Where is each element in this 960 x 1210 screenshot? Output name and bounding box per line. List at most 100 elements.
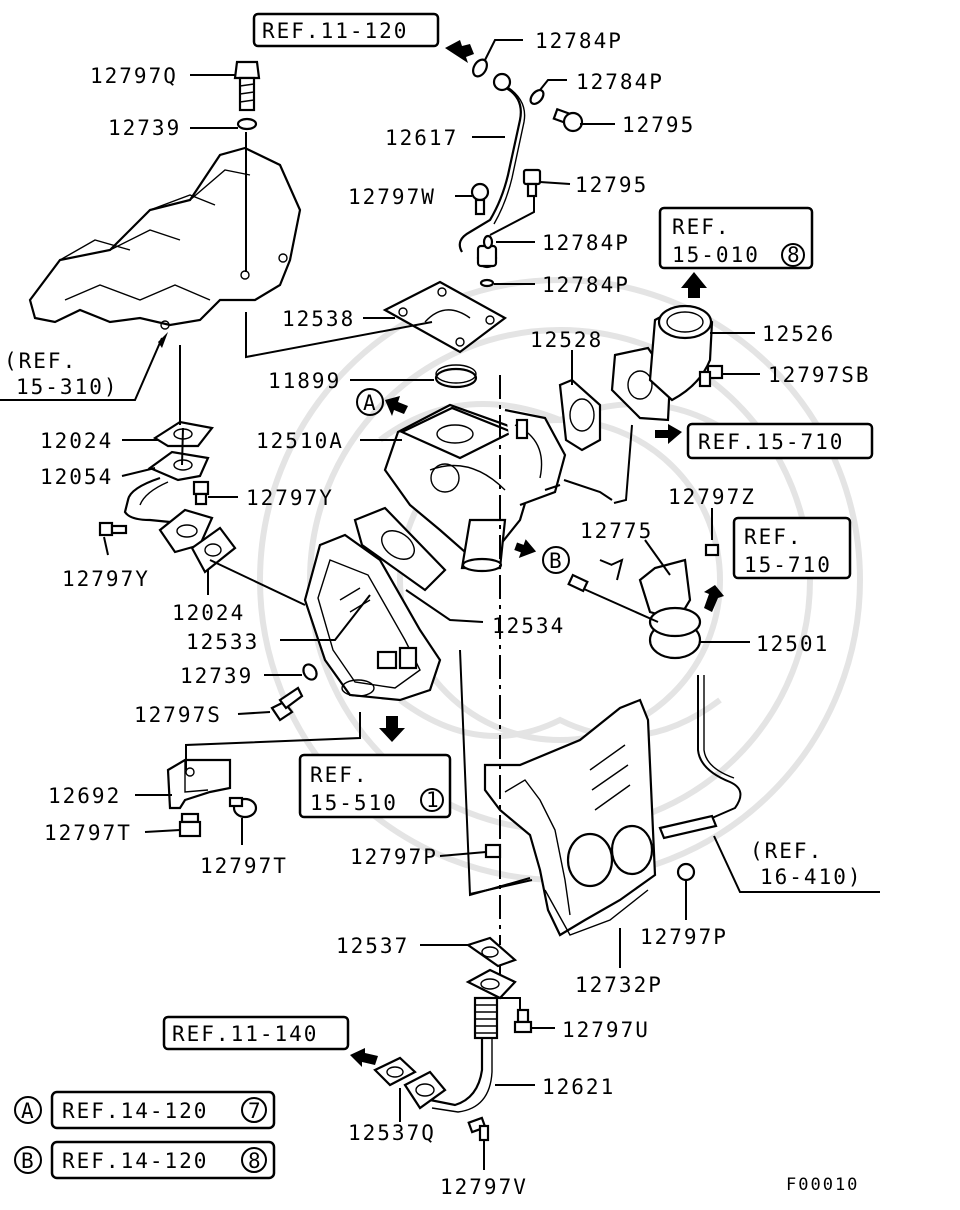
ref-text: 15-710	[744, 553, 832, 577]
bolt-12797q-icon	[233, 60, 261, 112]
oil-return-pipe-12054-icon	[123, 450, 214, 554]
bolt-12797sb-icon	[698, 364, 724, 388]
o-ring-12784p-icon	[529, 88, 545, 106]
legend-marker: B	[21, 1149, 36, 1173]
ref-16-410-line1[interactable]: (REF.	[750, 839, 823, 863]
legend-circle: 8	[248, 1149, 263, 1173]
ref-15-310-line1[interactable]: (REF.	[4, 349, 77, 373]
ref-circle-number: 1	[426, 788, 441, 812]
part-label[interactable]: 12797Y	[246, 486, 334, 510]
legend-marker: A	[21, 1099, 36, 1123]
part-label[interactable]: 12692	[48, 784, 121, 808]
ref-circle-number: 8	[787, 243, 802, 267]
svg-text:B: B	[549, 549, 564, 573]
part-label[interactable]: 12617	[385, 126, 458, 150]
ref-text: REF.15-710	[698, 430, 844, 454]
part-label[interactable]: 12739	[108, 116, 181, 140]
part-label[interactable]: 12534	[492, 614, 565, 638]
part-label[interactable]: 12797V	[440, 1175, 528, 1199]
part-label[interactable]: 12797Q	[90, 64, 178, 88]
part-label[interactable]: 12797T	[44, 821, 132, 845]
nut-12797p-icon	[484, 843, 502, 859]
gasket-12537-icon	[465, 936, 518, 968]
bolt-12797u-icon	[513, 1008, 533, 1034]
svg-text:A: A	[363, 391, 378, 415]
part-label[interactable]: 12797SB	[768, 363, 871, 387]
nut-12797p-icon	[676, 862, 696, 882]
part-label[interactable]: 12784P	[535, 29, 623, 53]
part-label[interactable]: 12797T	[200, 854, 288, 878]
bolt-12797y-icon	[192, 480, 210, 506]
gasket-12537q-icon	[373, 1056, 417, 1087]
part-label[interactable]: 12501	[756, 632, 829, 656]
part-label[interactable]: 12054	[40, 465, 113, 489]
direction-arrows	[158, 40, 724, 1067]
o-ring-12784p-icon	[482, 234, 494, 250]
banjo-bolt-12795-icon	[552, 107, 584, 133]
bolt-12797y-icon	[98, 521, 128, 537]
bracket-12692-icon	[166, 758, 232, 810]
ref-text: REF.	[672, 215, 731, 239]
bolt-12797t-icon	[228, 796, 258, 819]
part-label[interactable]: 12621	[542, 1075, 615, 1099]
bolt-12797w-icon	[470, 182, 490, 216]
legend-row-b[interactable]: B REF.14-120 8	[14, 1140, 276, 1180]
part-label[interactable]: 12528	[530, 328, 603, 352]
legend-ref: REF.14-120	[62, 1099, 208, 1123]
part-label[interactable]: 12797Z	[668, 485, 756, 509]
part-label[interactable]: 12537	[336, 934, 409, 958]
ref-box-15-010[interactable]: REF. 15-010 8	[658, 206, 814, 270]
diagram-code: F00010	[786, 1175, 859, 1195]
part-label[interactable]: 12526	[762, 322, 835, 346]
part-label[interactable]: 12024	[40, 429, 113, 453]
part-label[interactable]: 12797Y	[62, 567, 150, 591]
ref-box-11-140[interactable]: REF.11-140	[162, 1015, 350, 1051]
ref-box-15-510[interactable]: REF. 15-510 1	[298, 753, 452, 819]
ref-text: REF.	[744, 525, 803, 549]
part-label[interactable]: 12797U	[562, 1018, 650, 1042]
part-label[interactable]: 12797W	[348, 185, 436, 209]
part-label[interactable]: 12538	[282, 307, 355, 331]
ref-box-15-710-b[interactable]: REF. 15-710	[732, 516, 852, 580]
part-label[interactable]: 12775	[580, 519, 653, 543]
exhaust-manifold	[28, 146, 302, 330]
ref-text: 15-010	[672, 243, 760, 267]
part-label[interactable]: 12510A	[256, 429, 344, 453]
part-label[interactable]: 12795	[622, 113, 695, 137]
part-label[interactable]: 12784P	[576, 70, 664, 94]
part-label[interactable]: 12739	[180, 664, 253, 688]
washer-12739-icon	[302, 663, 318, 681]
o-ring-12784p-icon	[479, 278, 495, 288]
ref-text: 15-510	[310, 791, 398, 815]
legend-circle: 7	[248, 1099, 263, 1123]
legend-row-a[interactable]: A REF.14-120 7	[14, 1090, 276, 1130]
marker-b: B	[542, 546, 570, 574]
ref-box-11-120[interactable]: REF.11-120	[252, 12, 440, 48]
bolt-12797z-icon	[704, 543, 720, 557]
part-label[interactable]: 12533	[186, 630, 259, 654]
oxygen-sensor-icon	[658, 675, 742, 840]
heat-shield-12732p-icon	[483, 698, 657, 937]
part-label[interactable]: 12784P	[542, 231, 630, 255]
part-label[interactable]: 12732P	[575, 973, 663, 997]
part-label[interactable]: 12797P	[350, 845, 438, 869]
leader-lines	[0, 39, 880, 1170]
ref-15-310-line2[interactable]: 15-310)	[16, 375, 119, 399]
ref-16-410-line2[interactable]: 16-410)	[760, 865, 863, 889]
ref-box-15-710[interactable]: REF.15-710	[686, 422, 874, 460]
part-label[interactable]: 12784P	[542, 273, 630, 297]
gasket-12024-icon	[190, 526, 237, 574]
part-label[interactable]: 12797S	[134, 703, 222, 727]
part-label[interactable]: 12797P	[640, 925, 728, 949]
part-label[interactable]: 12795	[575, 173, 648, 197]
ref-text: REF.11-140	[172, 1022, 318, 1046]
part-label[interactable]: 12537Q	[348, 1121, 436, 1145]
legend-ref: REF.14-120	[62, 1149, 208, 1173]
part-label[interactable]: 12024	[172, 601, 245, 625]
marker-a: A	[356, 388, 384, 416]
seal-ring-11899-icon	[434, 364, 478, 389]
oil-return-pipe-12621-icon	[403, 968, 517, 1113]
part-label[interactable]: 11899	[268, 369, 341, 393]
bolt-12797t-icon	[178, 812, 202, 838]
